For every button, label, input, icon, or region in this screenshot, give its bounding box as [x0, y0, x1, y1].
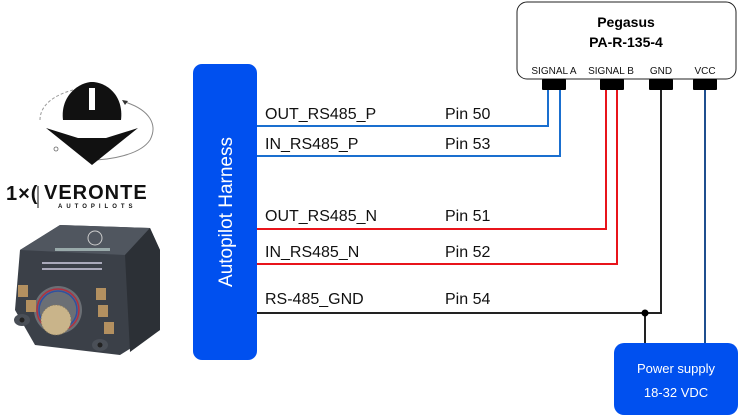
- signal-label: IN_RS485_N: [265, 244, 359, 261]
- pin-label: Pin 52: [445, 244, 490, 261]
- device-name: Pegasus: [597, 14, 655, 30]
- power-supply-label: Power supply: [637, 361, 716, 376]
- wire-out-rs485-n: [257, 90, 607, 230]
- pin-label: Pin 54: [445, 291, 490, 308]
- logo-mark: 1×(: [6, 183, 38, 205]
- autopilot-harness-label: Autopilot Harness: [216, 137, 237, 287]
- pin-label: Pin 53: [445, 136, 490, 153]
- autopilot-harness-box: [193, 64, 257, 360]
- signal-label: OUT_RS485_P: [265, 106, 376, 123]
- signal-label: RS-485_GND: [265, 291, 364, 308]
- connector-signal-a: [542, 79, 566, 90]
- power-supply-voltage: 18-32 VDC: [644, 385, 708, 400]
- logo-tagline: AUTOPILOTS: [58, 204, 137, 210]
- veronte-logo: 1×( VERONTE AUTOPILOTS: [6, 182, 148, 210]
- signal-label: IN_RS485_P: [265, 136, 358, 153]
- connector-label-vcc: VCC: [694, 66, 715, 77]
- connector-signal-b: [600, 79, 624, 90]
- signal-label: OUT_RS485_N: [265, 208, 377, 225]
- logo-brand: VERONTE: [44, 182, 148, 204]
- autopilot-unit-image: [14, 225, 160, 355]
- wire-in-rs485-p: [257, 90, 561, 157]
- wire-in-rs485-n: [257, 90, 618, 265]
- gnd-junction-dot: [641, 309, 649, 317]
- connector-vcc: [693, 79, 717, 90]
- wire-out-rs485-p: [257, 90, 549, 127]
- power-supply-box: [614, 343, 738, 415]
- connector-gnd: [649, 79, 673, 90]
- pin-label: Pin 50: [445, 106, 490, 123]
- wire-rs485-gnd: [257, 90, 662, 314]
- connector-label-gnd: GND: [650, 66, 672, 77]
- veronte-emblem-icon: [39, 82, 154, 165]
- pegasus-device-box: [516, 1, 737, 80]
- device-model: PA-R-135-4: [589, 34, 663, 50]
- connector-label-signal-b: SIGNAL B: [588, 66, 634, 77]
- connector-label-signal-a: SIGNAL A: [531, 66, 577, 77]
- pin-label: Pin 51: [445, 208, 490, 225]
